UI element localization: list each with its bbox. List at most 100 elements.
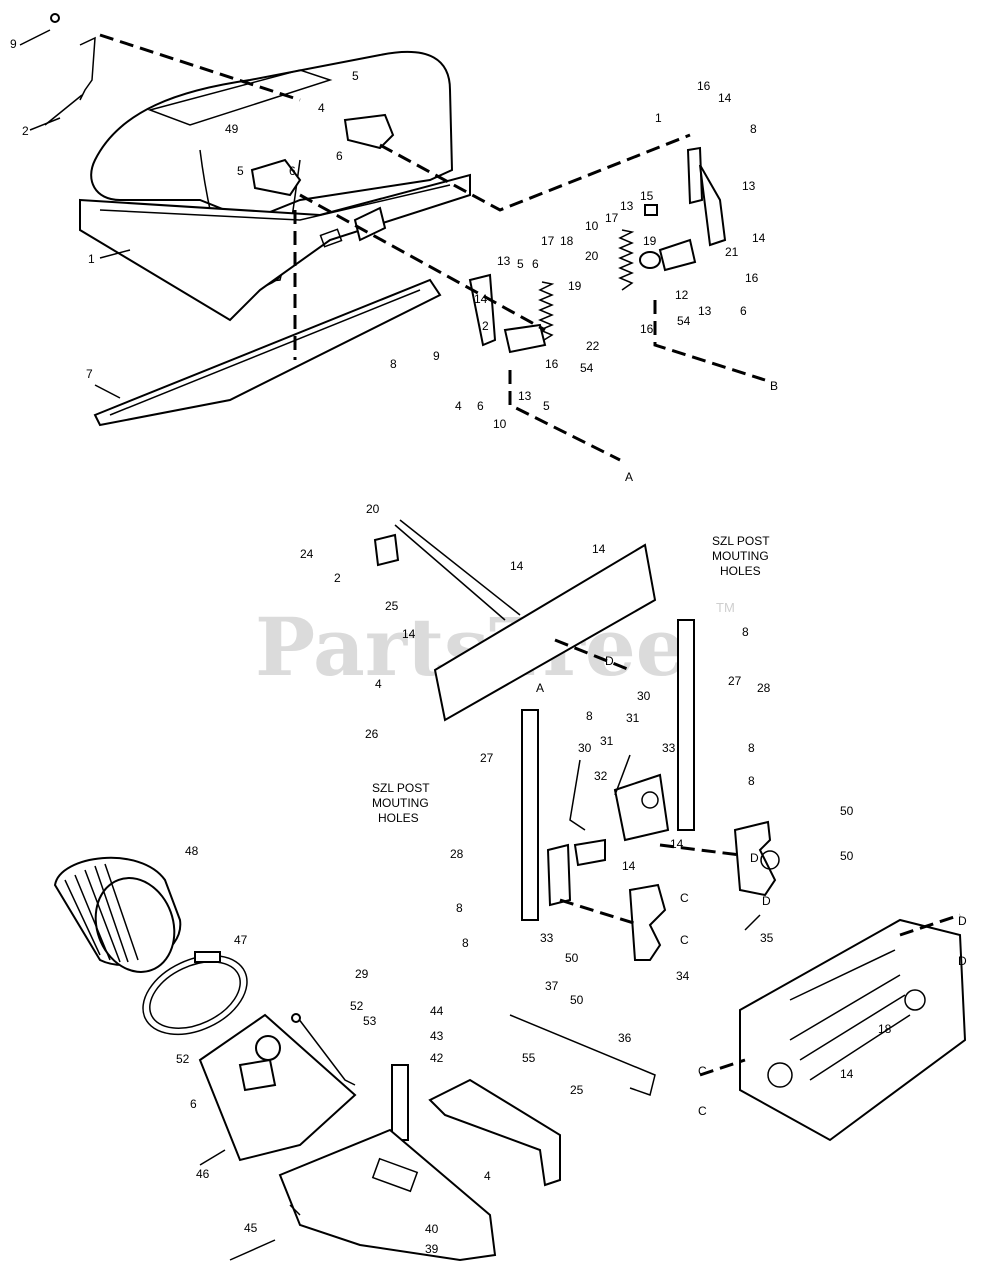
callout-label: 9 [10,37,17,51]
callout-label: B [770,379,778,393]
mower-deck-frame[interactable] [739,918,967,1142]
lower-bracket-left[interactable] [546,838,606,907]
callout-label: 13 [518,389,532,403]
mounting-bracket-55[interactable] [428,1078,561,1187]
chute-deflector-strip[interactable] [93,278,442,427]
callout-label: 6 [190,1097,197,1111]
callout-label: 17 [605,211,619,225]
callout-label: 4 [455,399,462,413]
svg-text:SZL POST: SZL POST [372,781,430,795]
callout-label: 8 [748,741,755,755]
callout-label: 36 [618,1031,632,1045]
callout-label: 17 [541,234,555,248]
callout-label: 34 [676,969,690,983]
callout-label: 52 [350,999,364,1013]
upright-right[interactable] [677,619,695,831]
callout-label: 50 [840,804,854,818]
svg-text:MOUTING: MOUTING [712,549,769,563]
callout-label: 18 [878,1022,892,1036]
callout-label: 8 [586,709,593,723]
callout-label: 12 [675,288,689,302]
callout-label: 42 [430,1051,444,1065]
connector-line-top-3 [99,33,301,102]
mounting-plate-right[interactable] [343,113,395,150]
callout-label: 33 [662,741,676,755]
callout-label: 19 [643,234,657,248]
flex-hose[interactable] [53,856,187,983]
callout-label: 4 [318,101,325,115]
control-rod-36[interactable] [509,1014,656,1096]
callout-label: 22 [586,339,600,353]
upper-control-rods[interactable] [44,13,96,126]
callout-label: 27 [480,751,494,765]
callout-label: 54 [580,361,594,375]
connector-line-top-2 [379,133,691,212]
upper-bracket-right[interactable] [686,146,727,247]
callout-label: 8 [750,122,757,136]
callout-label: 9 [433,349,440,363]
mounting-plate-left[interactable] [250,158,302,197]
callout-label: 19 [568,279,582,293]
callout-label: 14 [592,542,606,556]
callout-label: 55 [522,1051,536,1065]
callout-label: 14 [622,859,636,873]
chute-adapter[interactable] [198,1013,357,1162]
connector-line-top-1 [299,193,546,332]
callout-label: 14 [474,292,488,306]
svg-text:HOLES: HOLES [720,564,761,578]
callout-label: 14 [402,627,416,641]
callout-label: 45 [244,1221,258,1235]
hose-clamp[interactable] [130,940,259,1050]
szl-mounting-frame[interactable] [373,519,657,722]
connector-line-mid-2 [559,898,641,927]
linkage-plate[interactable] [569,754,670,842]
svg-text:HOLES: HOLES [378,811,419,825]
pivot-bracket-left[interactable] [468,273,547,354]
connector-line-low-2 [899,913,961,937]
spring-right[interactable] [618,229,635,291]
upright-left[interactable] [521,709,539,921]
callout-label: 31 [600,734,614,748]
deflector-45[interactable] [278,1128,497,1262]
callout-label: 13 [497,254,511,268]
callout-label: 8 [390,357,397,371]
callout-label: 10 [493,417,507,431]
callout-label: 50 [565,951,579,965]
svg-text:SZL POST: SZL POST [712,534,770,548]
callout-label: 6 [740,304,747,318]
callout-label: 6 [477,399,484,413]
callout-label: 35 [760,931,774,945]
side-bracket-35[interactable] [733,820,780,897]
callout-label: 5 [237,164,244,178]
callout-label: 1 [655,111,662,125]
callout-label: 2 [22,124,29,138]
callout-label: 47 [234,933,248,947]
callout-label: 30 [578,741,592,755]
callout-label: 20 [366,502,380,516]
callout-label: 2 [482,319,489,333]
adjuster-rod-53[interactable] [291,1013,356,1086]
callout-label: D [958,914,967,928]
callout-label: 39 [425,1242,439,1256]
callout-label: 20 [585,249,599,263]
callout-label: 25 [570,1083,584,1097]
callout-label: 21 [725,245,739,259]
side-bracket-34[interactable] [628,883,667,961]
svg-text:MOUTING: MOUTING [372,796,429,810]
callout-label: 31 [626,711,640,725]
connector-line-mid-1 [554,638,631,672]
callout-label: 32 [594,769,608,783]
callout-label: 52 [176,1052,190,1066]
callout-label: 24 [300,547,314,561]
callout-label: 43 [430,1029,444,1043]
pivot-assembly-right[interactable] [639,204,697,272]
blower-housing[interactable] [79,50,471,322]
callout-label: 8 [456,901,463,915]
callout-label: 14 [670,837,684,851]
connector-line-a [508,370,621,462]
callout-label: 16 [545,357,559,371]
pivot-post-42[interactable] [391,1064,409,1141]
callout-label: 37 [545,979,559,993]
callout-label: 14 [718,91,732,105]
